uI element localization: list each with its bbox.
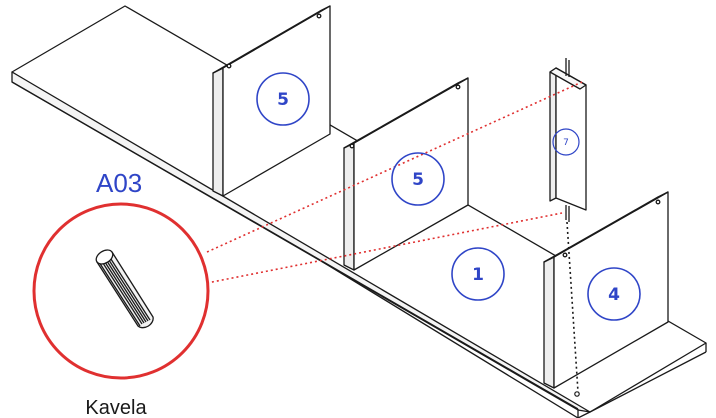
part-badge-middle: 5 — [391, 152, 445, 206]
dowel-caption: Kavela — [85, 397, 147, 418]
panel-middle — [343, 77, 469, 271]
panel-right — [543, 191, 669, 389]
step-label: A03 — [96, 168, 142, 198]
insertion-guide-line — [566, 221, 580, 397]
svg-text:5: 5 — [277, 90, 289, 110]
svg-text:1: 1 — [472, 265, 484, 285]
loose-panel — [549, 58, 587, 222]
part-badge-left: 5 — [256, 72, 310, 126]
svg-text:4: 4 — [608, 285, 620, 305]
part-badge-loose: 7 — [552, 128, 580, 156]
part-badge-base: 1 — [451, 247, 505, 301]
svg-text:5: 5 — [412, 170, 424, 190]
svg-text:7: 7 — [563, 138, 569, 148]
dowel-callout — [32, 202, 210, 380]
dowel-icon — [95, 249, 154, 329]
panel-left — [212, 5, 331, 197]
part-badge-right: 4 — [587, 267, 641, 321]
